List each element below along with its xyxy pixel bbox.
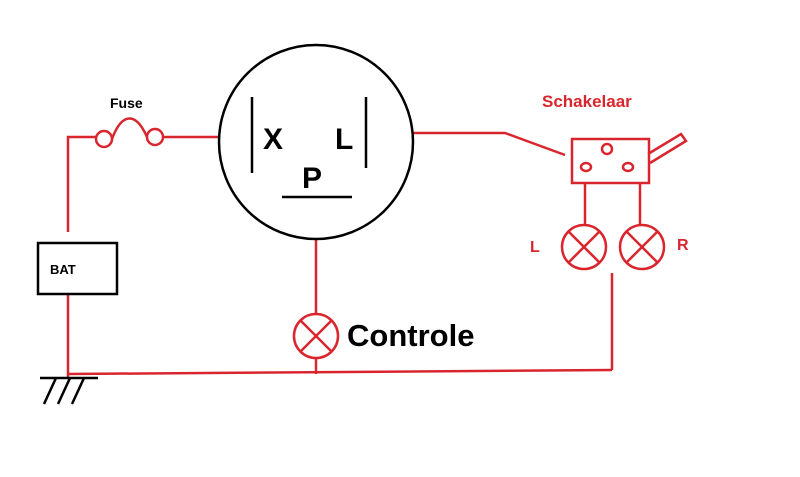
relay-terminal-x: X xyxy=(263,123,283,156)
switch-label: Schakelaar xyxy=(542,92,632,111)
battery-label: BAT xyxy=(50,262,76,277)
flasher-relay-icon xyxy=(217,43,415,241)
lamp-left-icon xyxy=(560,223,608,271)
wire-ground-bus xyxy=(67,368,613,376)
wire-fuse-battery xyxy=(66,135,96,232)
relay-terminal-l: L xyxy=(335,123,353,156)
control-lamp-icon xyxy=(292,312,340,360)
fuse-label: Fuse xyxy=(110,95,143,111)
battery-icon xyxy=(36,241,119,296)
control-lamp-label: Controle xyxy=(347,318,474,353)
lamp-right-label: R xyxy=(677,237,689,254)
ground-icon xyxy=(40,376,98,405)
lamp-left-label: L xyxy=(530,239,540,256)
switch-icon xyxy=(570,132,688,185)
wire-relay-switch xyxy=(384,131,566,157)
fuse-icon xyxy=(94,117,165,149)
lamp-right-icon xyxy=(618,223,666,271)
relay-terminal-p: P xyxy=(302,162,322,195)
